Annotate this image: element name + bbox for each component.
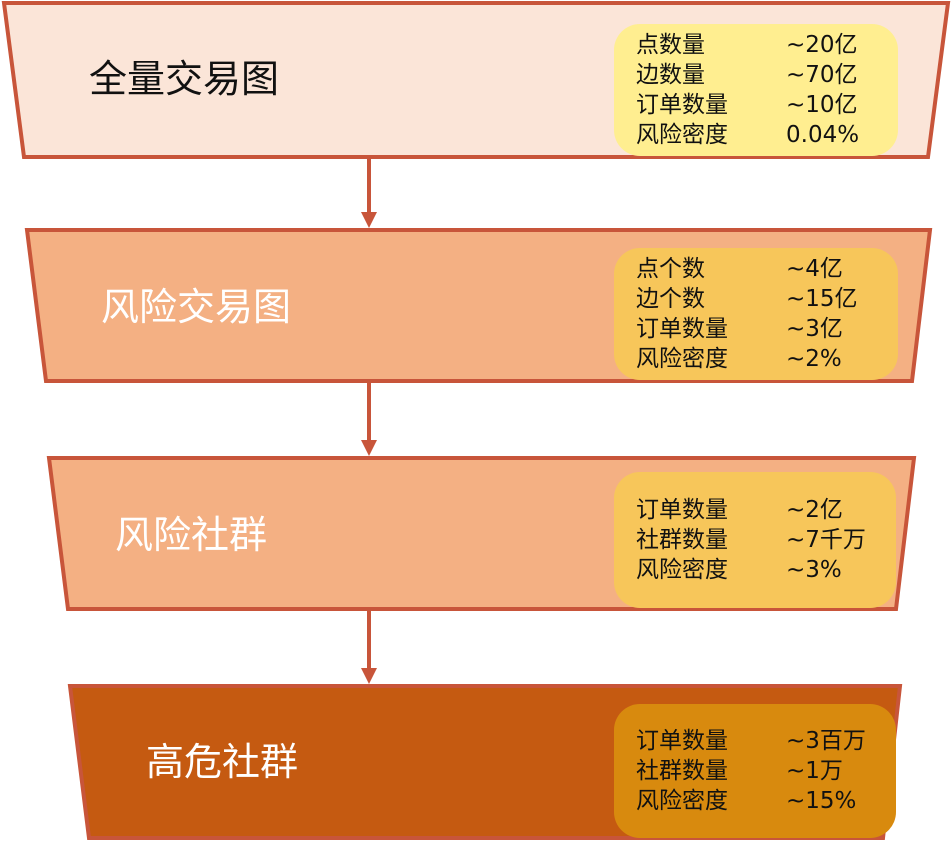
info-row: 订单数量 ~3百万 <box>636 726 896 756</box>
info-row: 风险密度 ~3% <box>636 555 896 585</box>
info-row: 风险密度 0.04% <box>636 120 898 150</box>
stat-value: ~2亿 <box>786 497 843 523</box>
info-row: 订单数量 ~3亿 <box>636 314 898 344</box>
stat-value: ~20亿 <box>786 32 858 58</box>
stat-label: 风险密度 <box>636 557 728 583</box>
stat-value: ~3百万 <box>786 728 866 754</box>
stat-label: 风险密度 <box>636 122 728 148</box>
stat-value: ~1万 <box>786 758 843 784</box>
info-row: 社群数量 ~1万 <box>636 756 896 786</box>
stat-label: 订单数量 <box>636 92 728 118</box>
info-row: 边个数 ~15亿 <box>636 284 898 314</box>
stat-value: ~3% <box>786 557 842 583</box>
stat-value: 0.04% <box>786 122 860 148</box>
stat-label: 风险密度 <box>636 788 728 814</box>
info-row: 边数量 ~70亿 <box>636 60 898 90</box>
info-row: 社群数量 ~7千万 <box>636 525 896 555</box>
info-row: 风险密度 ~2% <box>636 344 898 374</box>
stat-label: 点数量 <box>636 32 705 58</box>
info-row: 风险密度 ~15% <box>636 786 896 816</box>
stat-label: 边数量 <box>636 62 705 88</box>
info-row: 订单数量 ~10亿 <box>636 90 898 120</box>
stage-title-1: 全量交易图 <box>89 57 280 101</box>
stat-label: 点个数 <box>636 256 705 282</box>
info-row: 订单数量 ~2亿 <box>636 495 896 525</box>
stat-label: 订单数量 <box>636 316 728 342</box>
stat-value: ~7千万 <box>786 527 866 553</box>
stat-label: 风险密度 <box>636 346 728 372</box>
stat-value: ~15亿 <box>786 286 858 312</box>
stage-title-4: 高危社群 <box>146 740 299 784</box>
arrow-head-2 <box>361 440 377 456</box>
info-row: 点个数 ~4亿 <box>636 254 898 284</box>
stat-value: ~70亿 <box>786 62 858 88</box>
arrow-head-1 <box>361 212 377 228</box>
stat-value: ~2% <box>786 346 842 372</box>
stat-label: 订单数量 <box>636 728 728 754</box>
stat-value: ~10亿 <box>786 92 858 118</box>
stat-value: ~3亿 <box>786 316 843 342</box>
info-box-2: 点个数 ~4亿 边个数 ~15亿 订单数量 ~3亿 风险密度 ~2% <box>614 248 898 380</box>
stat-label: 边个数 <box>636 286 705 312</box>
stage-title-3: 风险社群 <box>115 513 268 557</box>
stat-label: 订单数量 <box>636 497 728 523</box>
stat-label: 社群数量 <box>636 758 728 784</box>
stat-value: ~4亿 <box>786 256 843 282</box>
info-box-4: 订单数量 ~3百万 社群数量 ~1万 风险密度 ~15% <box>614 704 896 838</box>
arrow-head-3 <box>361 668 377 684</box>
info-box-3: 订单数量 ~2亿 社群数量 ~7千万 风险密度 ~3% <box>614 472 896 608</box>
stat-label: 社群数量 <box>636 527 728 553</box>
info-row: 点数量 ~20亿 <box>636 30 898 60</box>
info-box-1: 点数量 ~20亿 边数量 ~70亿 订单数量 ~10亿 风险密度 0.04% <box>614 24 898 156</box>
stage-title-2: 风险交易图 <box>101 285 292 329</box>
stat-value: ~15% <box>786 788 857 814</box>
